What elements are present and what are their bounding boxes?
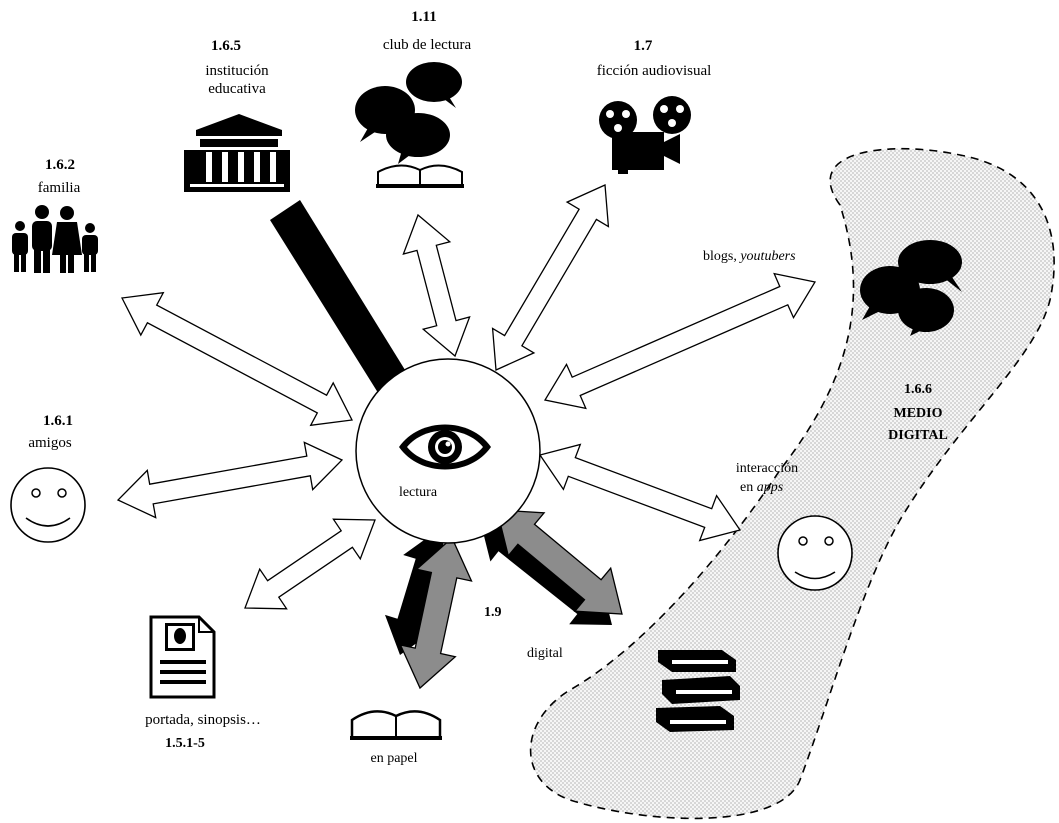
interaccion-label-plain: en [740,480,757,495]
arrow-amigos [116,441,344,519]
interaccion-label-line1: interacción [735,461,799,476]
medio-digital-title-line1: MEDIO [893,406,943,421]
medio-digital-code: 1.6.6 [904,382,932,397]
arrow-portada [244,518,376,610]
ficcion-code: 1.7 [633,38,653,54]
portada-code: 1.5.1-5 [165,736,205,751]
speech-bubbles-book-icon [355,62,464,188]
arrow-interaccion [538,443,742,542]
interaccion-label-italic: apps [756,480,784,495]
medio-digital-title-line2: DIGITAL [888,428,948,443]
institucion-code: 1.6.5 [211,38,241,54]
eye-icon [399,424,491,470]
gray-arrow-papel [399,536,473,690]
club-code: 1.11 [411,9,437,25]
amigos-label: amigos [28,435,72,451]
relation-arrows [116,184,817,610]
arrow-club [402,213,471,358]
book-stack-icon [656,650,740,732]
open-book-icon [350,710,442,740]
blogs-label-plain: blogs, [703,249,741,264]
amigos-code: 1.6.1 [43,413,73,429]
speech-bubbles-icon [860,240,962,336]
arrow-familia [121,291,353,427]
portada-label: portada, sinopsis… [145,712,261,728]
blogs-label: blogs, youtubers [703,248,796,266]
document-icon [149,615,216,699]
support-arrows [399,509,623,690]
blogs-label-italic: youtubers [740,249,796,264]
interaccion-label-line2: en apps [740,479,783,497]
film-projector-icon [599,96,691,174]
amigos-smiley-icon [10,467,86,543]
family-icon [12,205,98,273]
center-label: lectura [398,485,438,500]
club-label: club de lectura [382,37,472,53]
digital-label: digital [527,646,563,661]
soporte-code: 1.9 [484,605,502,620]
papel-label: en papel [370,751,418,766]
familia-code: 1.6.2 [45,157,75,173]
ficcion-label: ficción audiovisual [596,63,712,79]
gray-arrow-digital [496,509,623,615]
school-building-icon [184,114,290,192]
interaccion-smiley-icon [777,515,853,591]
arrow-ficcion [491,184,610,371]
familia-label: familia [37,180,81,196]
arrow-blogs [543,272,817,410]
institucion-label-line1: institución [205,63,269,79]
institucion-label-line2: educativa [208,81,266,97]
institution-link-bar [270,200,410,396]
